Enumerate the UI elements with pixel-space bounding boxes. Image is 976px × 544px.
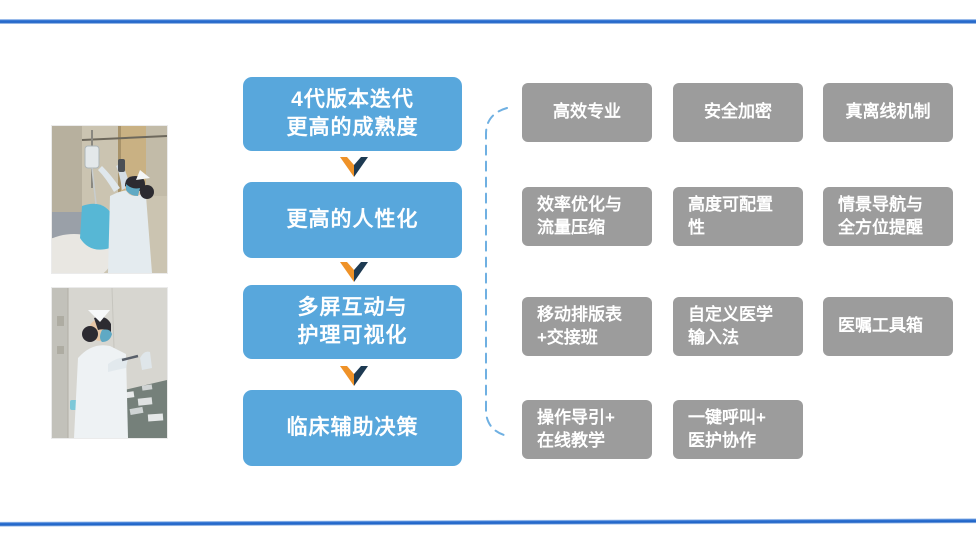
nurse-preparing-medication-photo bbox=[52, 288, 167, 438]
feature-box-medical-input-method: 自定义医学 输入法 bbox=[673, 297, 803, 356]
dashed-brace bbox=[485, 107, 508, 437]
feature-box-efficiency-compression: 效率优化与 流量压缩 bbox=[522, 187, 652, 246]
feature-label: 真离线机制 bbox=[845, 102, 931, 122]
feature-box-efficient-professional: 高效专业 bbox=[522, 83, 652, 142]
feature-label: 移动排版表 +交接班 bbox=[537, 305, 622, 347]
feature-box-configurability: 高度可配置 性 bbox=[673, 187, 803, 246]
flow-step-clinical-decision-support: 临床辅助决策 bbox=[243, 390, 462, 466]
top-divider-line bbox=[0, 19, 976, 24]
down-chevron-icon bbox=[340, 366, 368, 386]
feature-label: 高效专业 bbox=[553, 102, 621, 122]
flow-step-label: 更高的人性化 bbox=[286, 207, 419, 231]
feature-label: 效率优化与 流量压缩 bbox=[537, 195, 622, 237]
feature-label: 安全加密 bbox=[704, 102, 772, 122]
flow-step-label: 多屏互动与 护理可视化 bbox=[297, 295, 408, 347]
flow-step-multiscreen-visualization: 多屏互动与 护理可视化 bbox=[243, 285, 462, 359]
flow-step-humanization: 更高的人性化 bbox=[243, 182, 462, 258]
feature-label: 医嘱工具箱 bbox=[838, 316, 923, 336]
feature-box-secure-encryption: 安全加密 bbox=[673, 83, 803, 142]
feature-box-one-key-call-collaboration: 一键呼叫+ 医护协作 bbox=[673, 400, 803, 459]
nurse-adjusting-iv-illustration bbox=[52, 126, 167, 273]
nurse-adjusting-iv-photo bbox=[52, 126, 167, 273]
nurse-preparing-medication-illustration bbox=[52, 288, 167, 438]
feature-label: 操作导引+ 在线教学 bbox=[537, 408, 615, 450]
feature-box-guided-operation-teaching: 操作导引+ 在线教学 bbox=[522, 400, 652, 459]
feature-label: 高度可配置 性 bbox=[688, 195, 773, 237]
down-chevron-icon bbox=[340, 157, 368, 177]
feature-label: 一键呼叫+ 医护协作 bbox=[688, 408, 766, 450]
feature-box-true-offline: 真离线机制 bbox=[823, 83, 953, 142]
flow-step-label: 4代版本迭代 更高的成熟度 bbox=[286, 87, 419, 139]
feature-box-context-navigation: 情景导航与 全方位提醒 bbox=[823, 187, 953, 246]
down-chevron-icon bbox=[340, 262, 368, 282]
flow-step-label: 临床辅助决策 bbox=[286, 415, 419, 439]
feature-label: 情景导航与 全方位提醒 bbox=[838, 195, 923, 237]
bottom-divider-line bbox=[0, 518, 976, 527]
feature-label: 自定义医学 输入法 bbox=[688, 305, 773, 347]
flow-step-version-iteration: 4代版本迭代 更高的成熟度 bbox=[243, 77, 462, 151]
feature-box-order-toolbox: 医嘱工具箱 bbox=[823, 297, 953, 356]
feature-box-mobile-schedule-handover: 移动排版表 +交接班 bbox=[522, 297, 652, 356]
